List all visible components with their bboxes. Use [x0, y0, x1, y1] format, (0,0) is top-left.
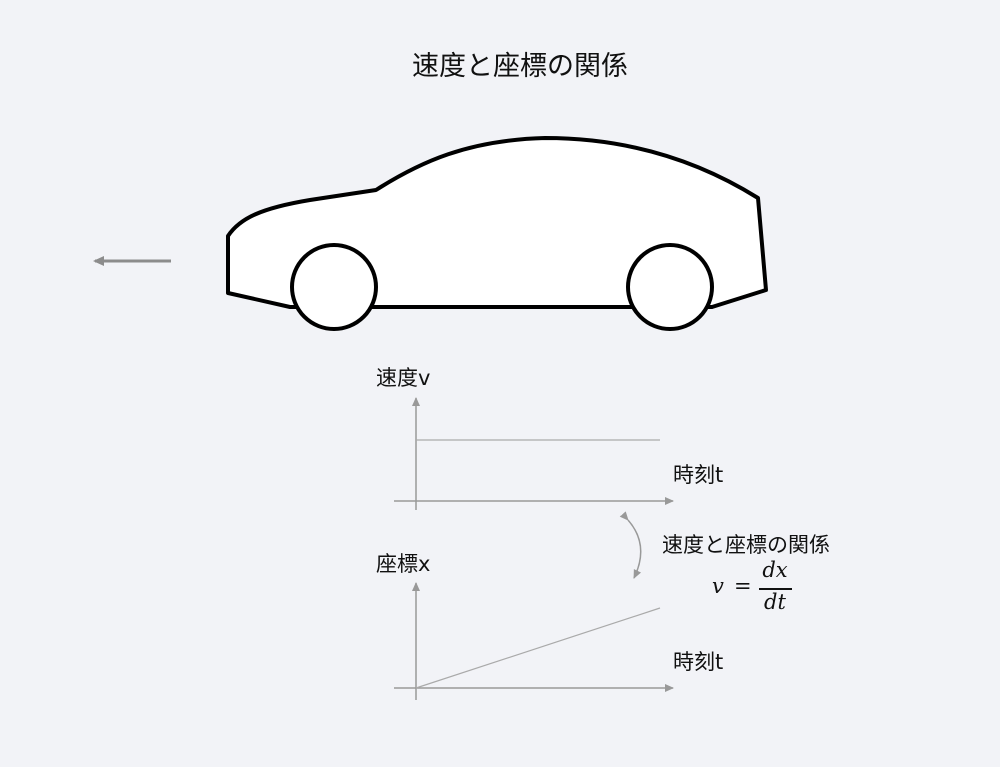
position-x-axis-label: 時刻t	[673, 650, 724, 674]
velocity-x-axis-label: 時刻t	[673, 463, 724, 487]
formula-denominator: dt	[764, 590, 786, 614]
position-y-axis-label: 座標x	[376, 552, 431, 576]
formula-equals: =	[734, 574, 752, 598]
diagram-title: 速度と座標の関係	[412, 51, 628, 82]
relation-curved-arrow	[619, 511, 642, 579]
position-plot-line	[415, 607, 661, 689]
velocity-formula: v = dx dt	[712, 558, 792, 620]
car-illustration	[226, 136, 768, 331]
formula-fraction-bar	[759, 588, 792, 590]
rear-wheel	[626, 243, 714, 331]
formula-lhs: v	[712, 574, 724, 598]
position-graph	[394, 582, 674, 700]
formula-numerator: dx	[762, 558, 788, 582]
velocity-y-axis-label: 速度v	[376, 366, 431, 390]
relation-caption: 速度と座標の関係	[662, 533, 830, 557]
velocity-graph	[394, 397, 674, 510]
front-wheel	[290, 243, 378, 331]
